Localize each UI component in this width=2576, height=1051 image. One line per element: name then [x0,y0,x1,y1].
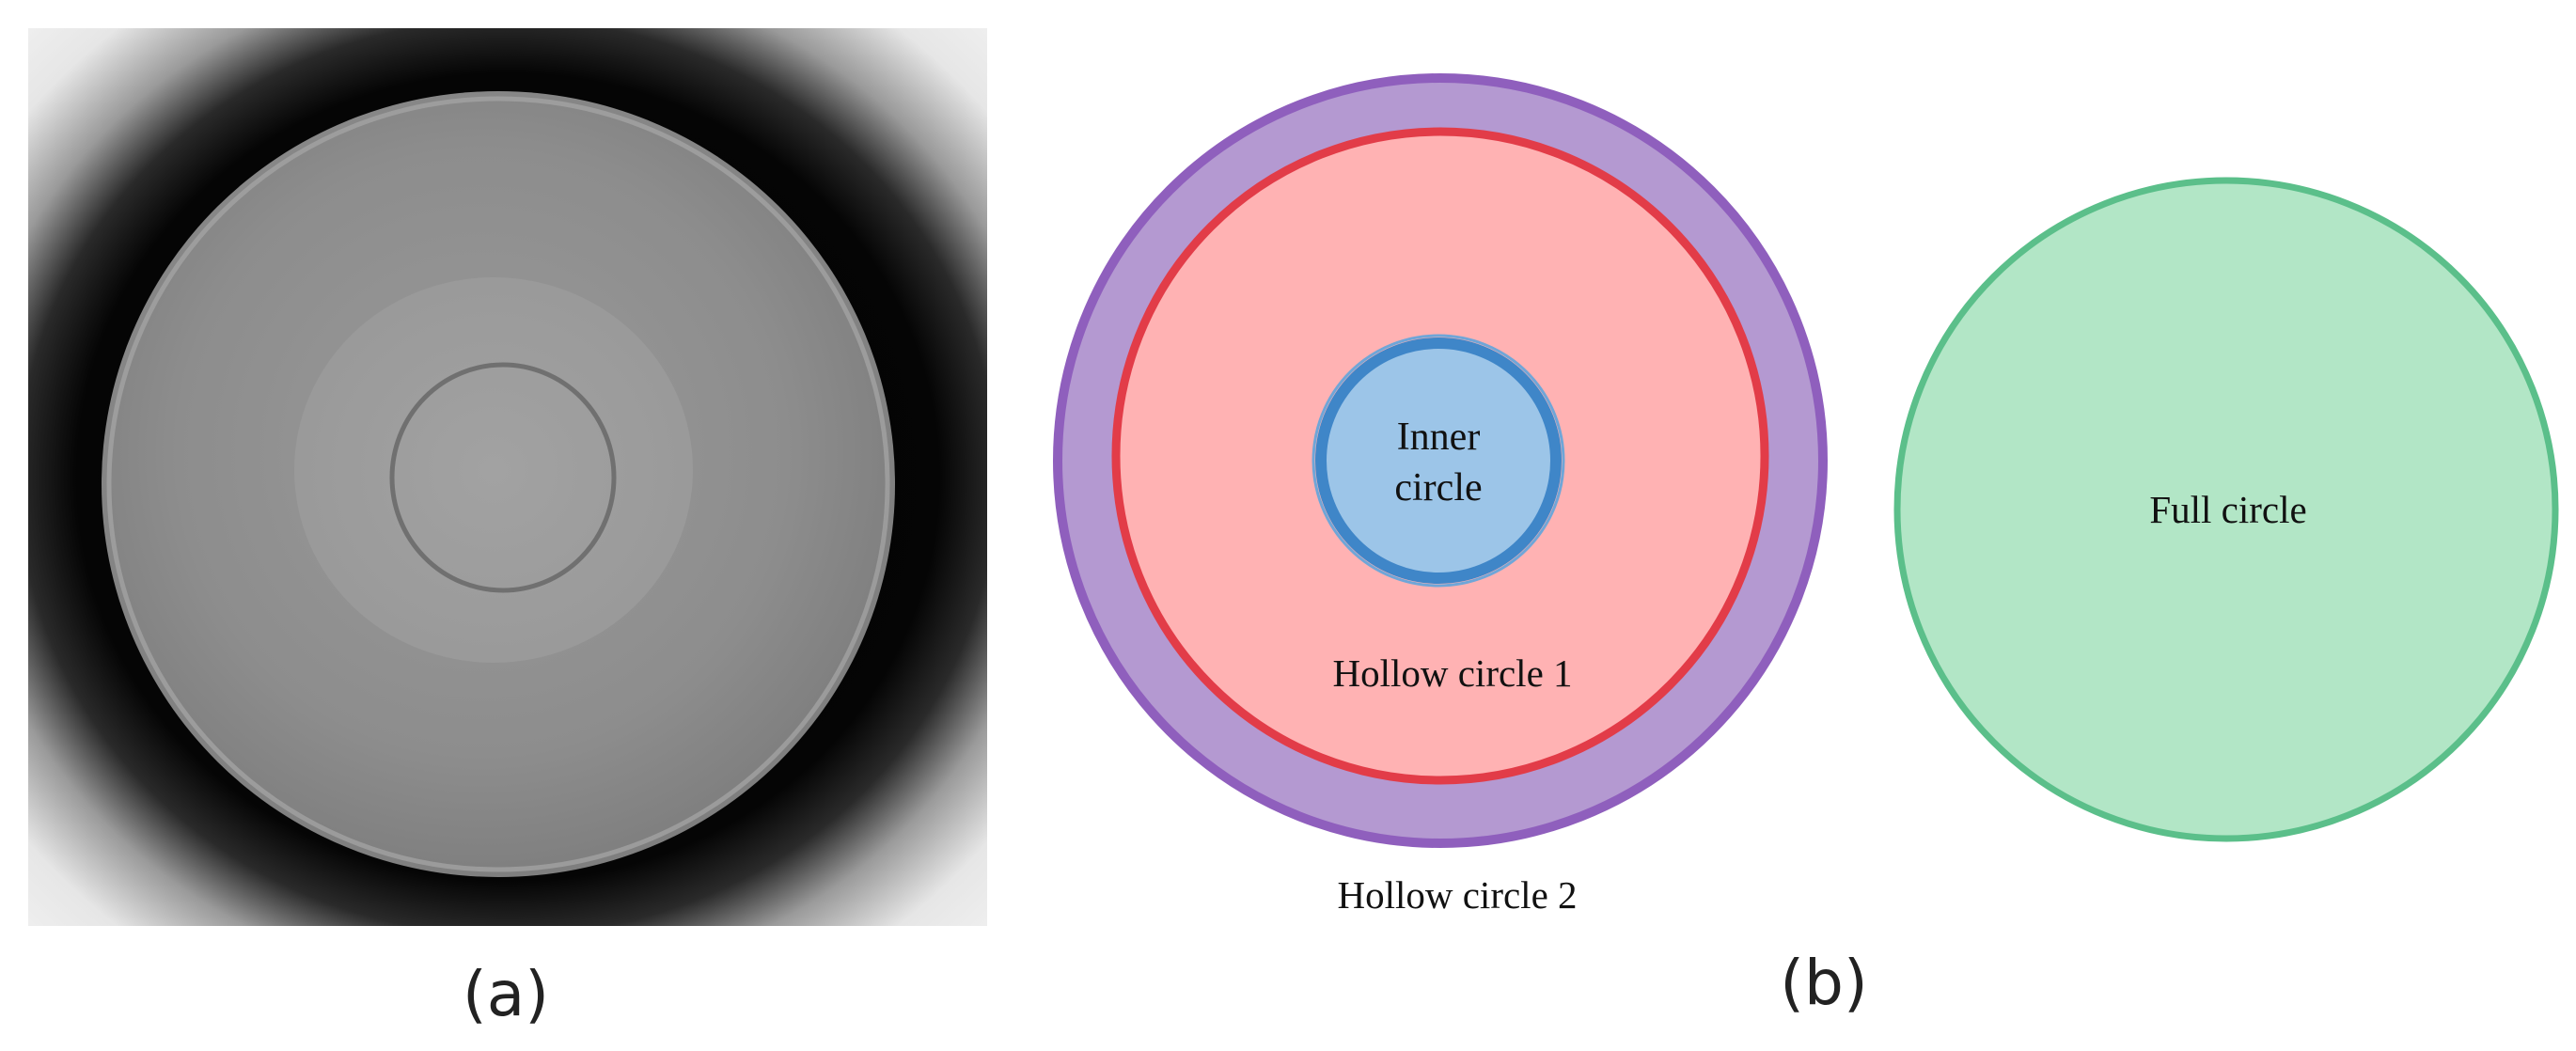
full-circle-label: Full circle [2149,488,2306,531]
full-circle-shape [1893,177,2559,842]
photo-central-ring [389,362,617,593]
panel-a-label: (a) [463,958,549,1030]
inner-circle-label-line1: Inner [1397,416,1481,459]
panel-a-photo [28,28,987,926]
photo-outer-disc-rim [106,96,890,872]
photo-middle-region [294,277,693,663]
inner-circle-shape [1315,337,1562,584]
inner-circle-label-line2: circle [1394,466,1482,510]
hollow-circle-1-label: Hollow circle 1 [1332,651,1572,695]
inner-circle-highlight [1312,334,1565,588]
hollow-circle-2-label: Hollow circle 2 [1337,873,1577,917]
panel-b-diagram: Inner circle Hollow circle 1 Hollow circ… [1053,73,2559,917]
panel-b-label: (b) [1780,947,1867,1019]
